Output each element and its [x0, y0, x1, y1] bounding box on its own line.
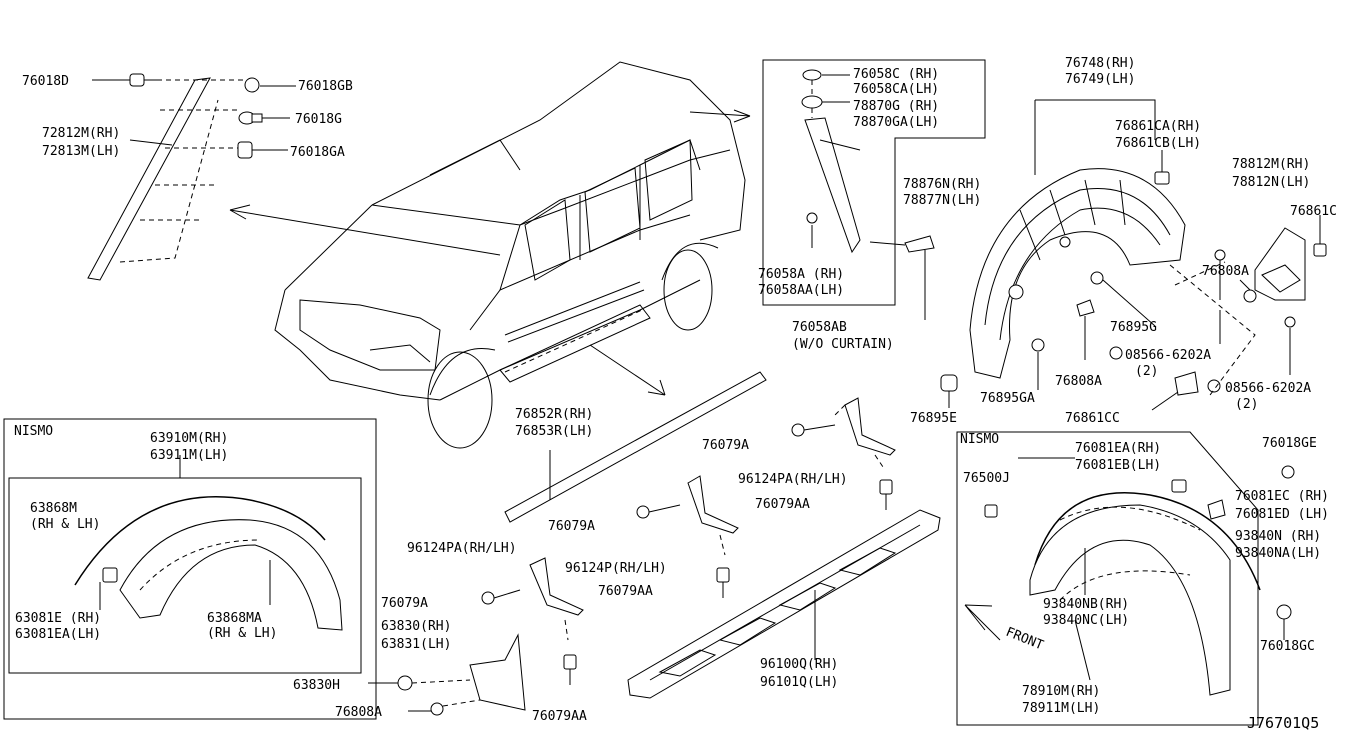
clip-76018ga-icon [237, 141, 253, 159]
step-brackets-group [481, 397, 896, 685]
label-96100q: 96100Q(RH) [760, 657, 838, 672]
label-96124p: 96124P(RH/LH) [565, 561, 667, 576]
label-76895e: 76895E [910, 411, 957, 426]
label-63081ea: 63081EA(LH) [15, 627, 101, 642]
part-labels: 76018D 76018GB 76018G 72812M(RH) 72813M(… [14, 56, 1337, 732]
label-76018ga: 76018GA [290, 145, 345, 160]
clip-76018gb-icon [244, 77, 260, 93]
label-76895ga: 76895GA [980, 391, 1035, 406]
diagram-id: J76701Q5 [1247, 714, 1319, 732]
label-96101q: 96101Q(LH) [760, 675, 838, 690]
label-76018gc: 76018GC [1260, 639, 1315, 654]
label-76861c: 76861C [1290, 204, 1337, 219]
mudflap-63830 [368, 633, 526, 716]
label-76852r: 76852R(RH) [515, 407, 593, 422]
label-76500j: 76500J [963, 471, 1010, 486]
label-76018gb: 76018GB [298, 79, 353, 94]
label-76079aa-3: 76079AA [532, 709, 587, 724]
label-08566-1: 08566-6202A [1125, 348, 1211, 363]
label-78876n: 78876N(RH) [903, 177, 981, 192]
nismo-right-panel [956, 431, 1295, 726]
label-63868ma-side: (RH & LH) [207, 626, 277, 641]
s-symbol-2-icon [1207, 379, 1221, 393]
label-76749: 76749(LH) [1065, 72, 1135, 87]
label-76079aa-2: 76079AA [598, 584, 653, 599]
label-78812m: 78812M(RH) [1232, 157, 1310, 172]
label-76058ab: 76058AB [792, 320, 847, 335]
label-76081ea: 76081EA(RH) [1075, 441, 1161, 456]
label-78877n: 78877N(LH) [903, 193, 981, 208]
label-63910m: 63910M(RH) [150, 431, 228, 446]
label-76081ed: 76081ED (LH) [1235, 507, 1329, 522]
label-78870ga: 78870GA(LH) [853, 115, 939, 130]
running-board-96100q [627, 509, 941, 699]
label-63830: 63830(RH) [381, 619, 451, 634]
label-93840nb: 93840NB(RH) [1043, 597, 1129, 612]
fender-liner-group [940, 99, 1327, 411]
label-76079a-3: 76079A [381, 596, 428, 611]
label-63868m-side: (RH & LH) [30, 517, 100, 532]
label-wo-curtain: (W/O CURTAIN) [792, 337, 894, 352]
label-76861ca: 76861CA(RH) [1115, 119, 1201, 134]
label-78812n: 78812N(LH) [1232, 175, 1310, 190]
label-72812m: 72812M(RH) [42, 126, 120, 141]
label-76853r: 76853R(LH) [515, 424, 593, 439]
label-76081ec: 76081EC (RH) [1235, 489, 1329, 504]
label-76861cb: 76861CB(LH) [1115, 136, 1201, 151]
label-76018g: 76018G [295, 112, 342, 127]
label-72813m: 72813M(LH) [42, 144, 120, 159]
label-63081e: 63081E (RH) [15, 611, 101, 626]
label-96124pa-1: 96124PA(RH/LH) [738, 472, 848, 487]
label-63868m: 63868M [30, 501, 77, 516]
label-76058aa: 76058AA(LH) [758, 283, 844, 298]
s-symbol-1-icon [1109, 346, 1123, 360]
label-nismo-right: NISMO [960, 432, 999, 447]
vehicle-illustration [229, 61, 751, 449]
label-63868ma: 63868MA [207, 611, 262, 626]
label-63830h: 63830H [293, 678, 340, 693]
label-76079aa-1: 76079AA [755, 497, 810, 512]
label-63911m: 63911M(LH) [150, 448, 228, 463]
label-93840na: 93840NA(LH) [1235, 546, 1321, 561]
label-76808a-1: 76808A [1202, 264, 1249, 279]
label-76895g: 76895G [1110, 320, 1157, 335]
label-78870g: 78870G (RH) [853, 99, 939, 114]
clip-76018d-icon [129, 73, 158, 87]
label-93840nc: 93840NC(LH) [1043, 613, 1129, 628]
label-08566-2-qty: (2) [1235, 397, 1258, 412]
curtain-bracket-group [762, 59, 986, 320]
clip-76018g-icon [238, 111, 263, 125]
nismo-left-panel [3, 418, 377, 720]
label-08566-1-qty: (2) [1135, 364, 1158, 379]
label-76079a-2: 76079A [548, 519, 595, 534]
label-76861cc: 76861CC [1065, 411, 1120, 426]
label-76018d: 76018D [22, 74, 69, 89]
label-76058a: 76058A (RH) [758, 267, 844, 282]
label-78911m: 78911M(LH) [1022, 701, 1100, 716]
label-76748: 76748(RH) [1065, 56, 1135, 71]
label-78910m: 78910M(RH) [1022, 684, 1100, 699]
label-76079a-1: 76079A [702, 438, 749, 453]
label-76808a-2: 76808A [1055, 374, 1102, 389]
label-76058c: 76058C (RH) [853, 67, 939, 82]
side-sill-molding-group [504, 371, 767, 523]
label-76018ge: 76018GE [1262, 436, 1317, 451]
molding-72812m-group [87, 73, 296, 281]
label-96124pa-2: 96124PA(RH/LH) [407, 541, 517, 556]
label-76808a-3: 76808A [335, 705, 382, 720]
label-76058ca: 76058CA(LH) [853, 82, 939, 97]
front-label: FRONT [1004, 625, 1046, 654]
label-08566-2: 08566-6202A [1225, 381, 1311, 396]
label-76081eb: 76081EB(LH) [1075, 458, 1161, 473]
label-nismo-left: NISMO [14, 424, 53, 439]
label-63831: 63831(LH) [381, 637, 451, 652]
label-93840n: 93840N (RH) [1235, 529, 1321, 544]
